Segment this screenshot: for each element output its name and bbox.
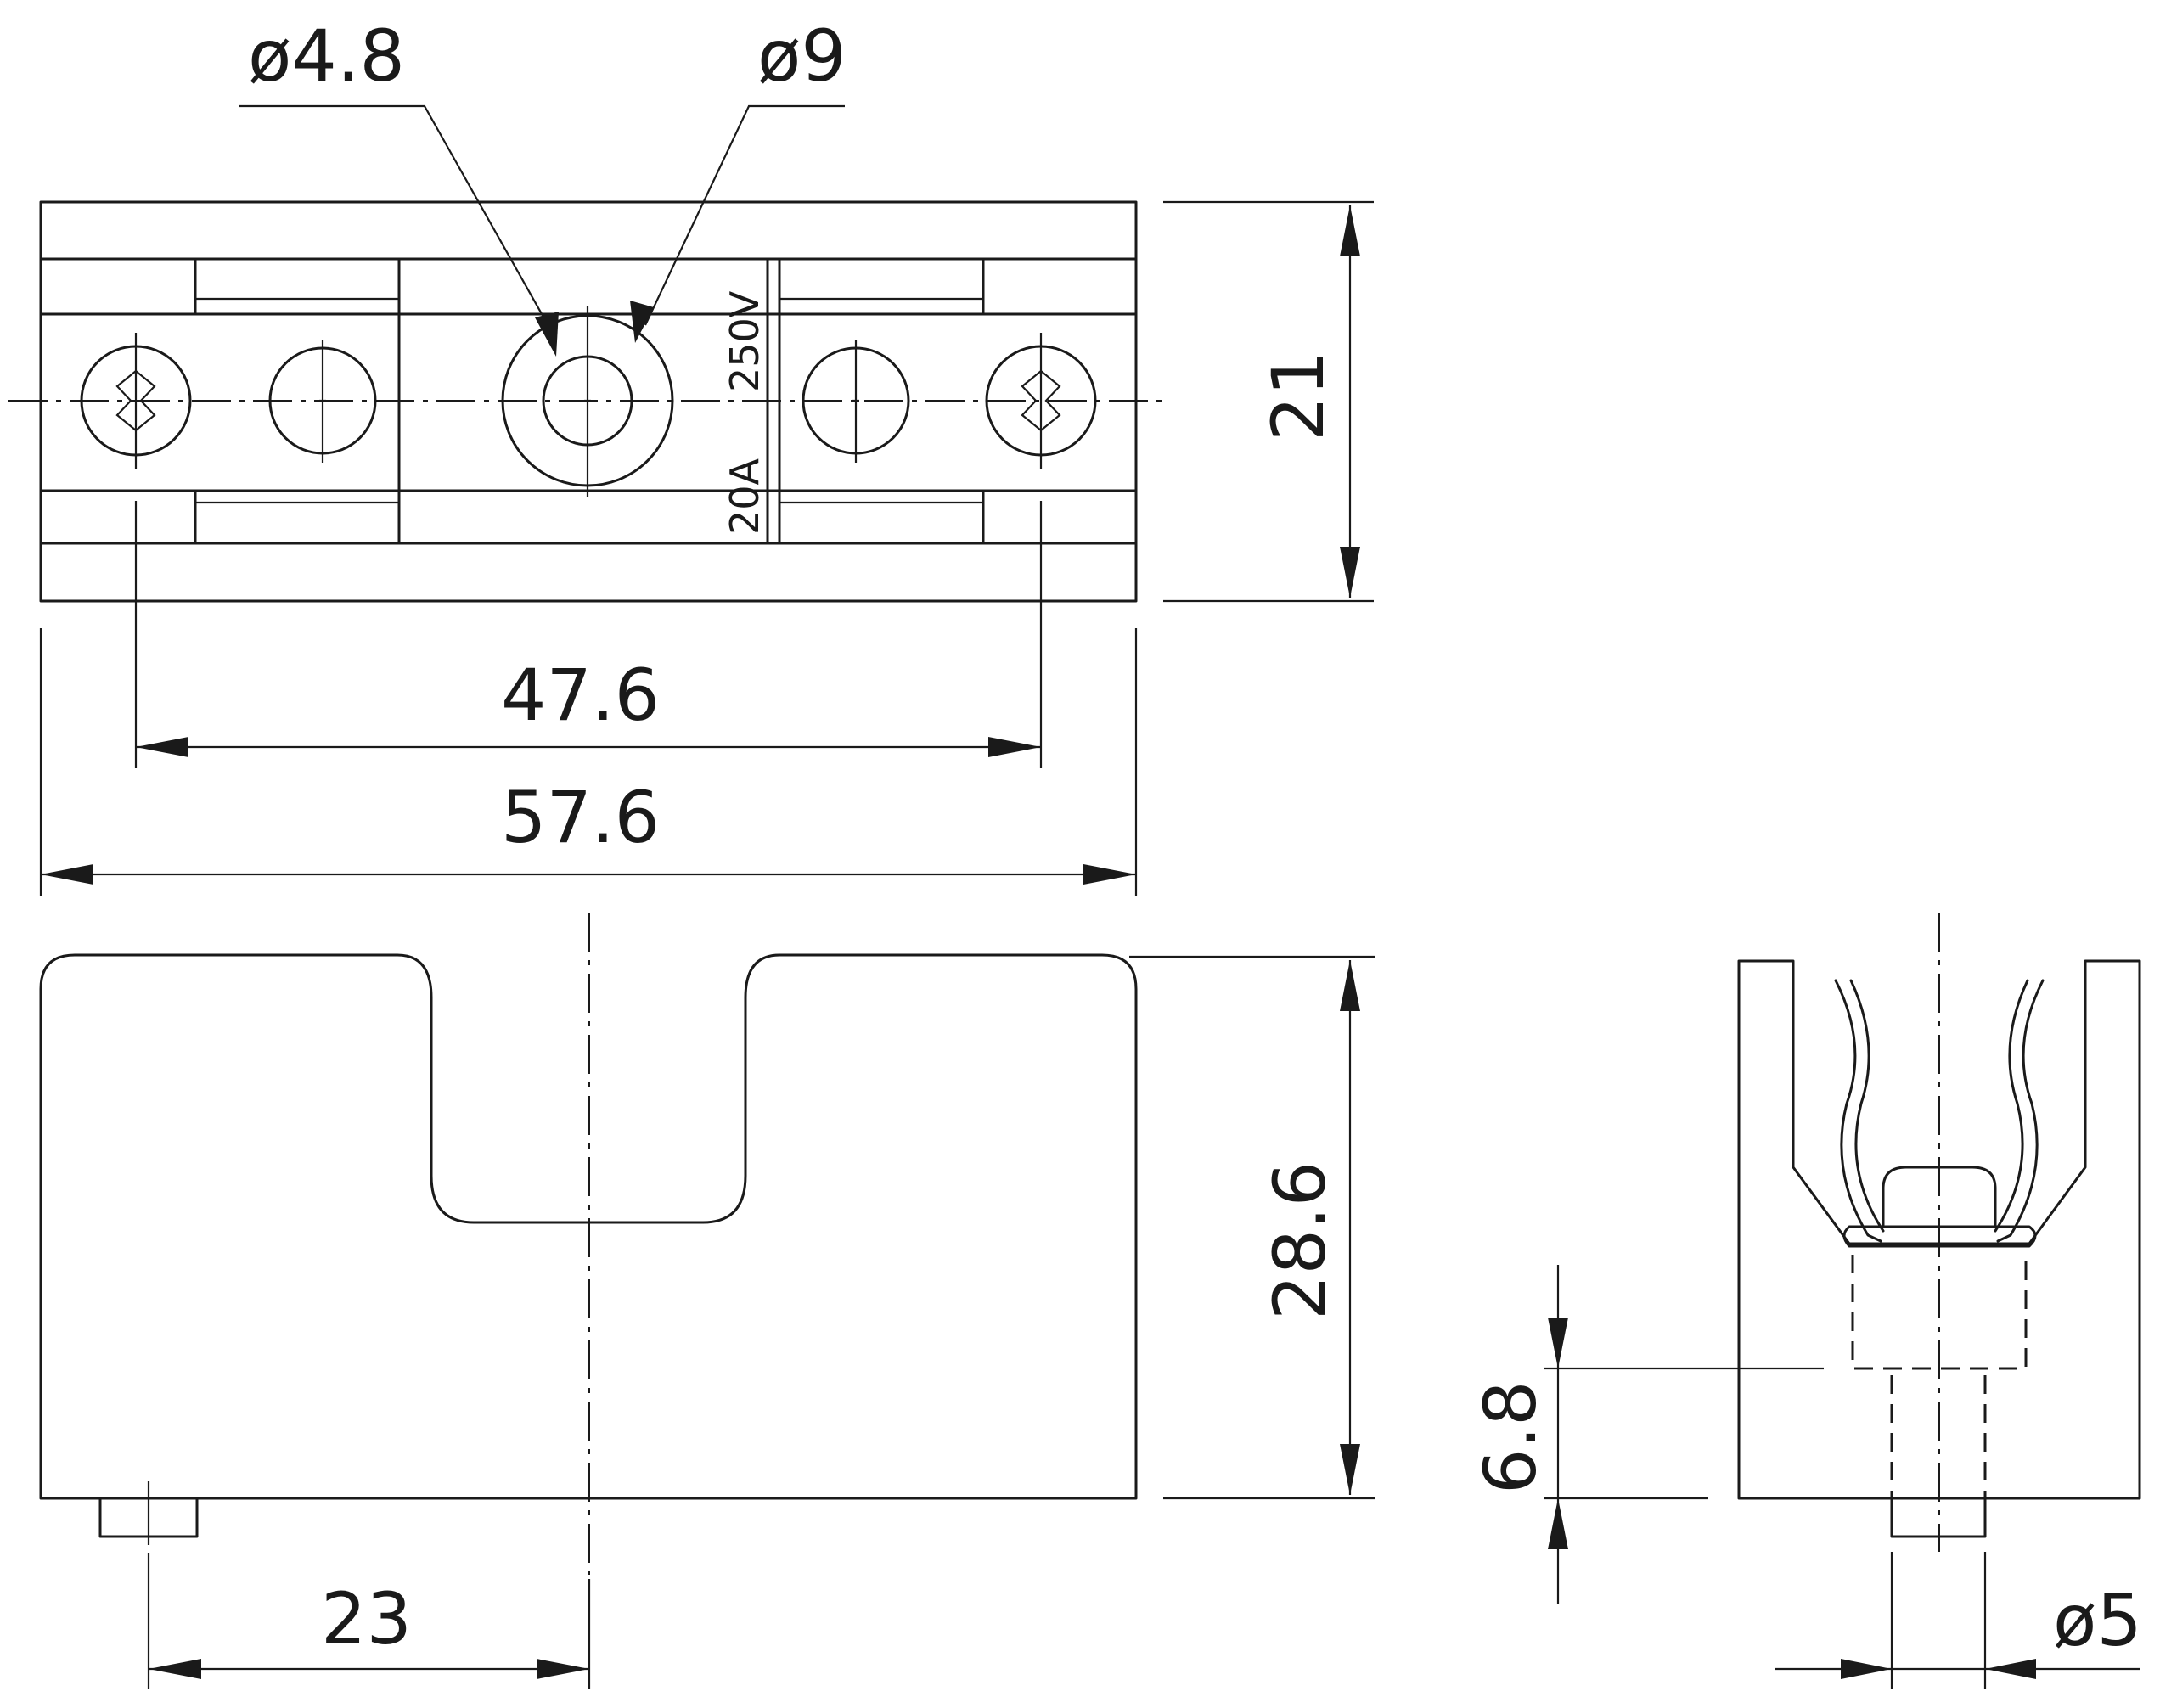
dim-pin-length: 6.8 bbox=[1469, 1380, 1552, 1494]
spring-clip-right-inner bbox=[1994, 979, 2029, 1233]
dim-overall-length: 57.6 bbox=[501, 776, 660, 859]
dim-47-lines bbox=[134, 501, 1043, 768]
dim-6-8-arrow-bottom bbox=[1548, 1498, 1568, 1549]
leader-large-hole bbox=[644, 104, 845, 326]
hole-crosslines bbox=[134, 306, 1043, 497]
voltage-label: 250V bbox=[722, 290, 768, 392]
front-view bbox=[39, 913, 1138, 1575]
dim-23-group: 23 bbox=[147, 1553, 591, 1689]
side-view-outline bbox=[1737, 959, 2141, 1500]
dim-height-top: 21 bbox=[1257, 351, 1340, 441]
dim-21-arrow-bottom bbox=[1340, 547, 1360, 598]
dim-57-group: 57.6 bbox=[39, 628, 1138, 896]
dim-57-arrow-left bbox=[41, 864, 93, 885]
dim-hole-small: ø4.8 bbox=[248, 14, 405, 98]
screw-right-cross-icon bbox=[1021, 369, 1061, 432]
dim-57-lines bbox=[39, 628, 1138, 896]
dim-5-group: ø5 bbox=[1775, 1552, 2142, 1689]
dim-47-group: 47.6 bbox=[134, 501, 1043, 768]
dim-28-group: 28.6 bbox=[1129, 955, 1375, 1500]
dim-28-lines bbox=[1129, 955, 1375, 1500]
dim-57-arrow-right bbox=[1083, 864, 1136, 885]
dim-overall-height: 28.6 bbox=[1258, 1161, 1342, 1320]
leader-large-arrow bbox=[630, 301, 654, 343]
dim-pin-dia: ø5 bbox=[2053, 1579, 2142, 1662]
hidden-pin-sides bbox=[1890, 1375, 1987, 1498]
dim-23-arrow-left bbox=[149, 1659, 201, 1679]
spring-clip-left-outer bbox=[1834, 979, 1882, 1243]
dim-21-lines bbox=[1163, 200, 1374, 603]
dim-5-arrow-left bbox=[1841, 1659, 1892, 1679]
front-view-outline bbox=[39, 953, 1138, 1500]
side-view bbox=[1737, 913, 2141, 1552]
clip-tab-edges bbox=[194, 257, 985, 545]
dim-23-arrow-right bbox=[537, 1659, 589, 1679]
top-view: 250V 20A bbox=[8, 200, 1170, 603]
dim-hole-large: ø9 bbox=[757, 14, 847, 98]
dim-23-lines bbox=[147, 1553, 591, 1689]
dim-47-arrow-left bbox=[136, 737, 188, 757]
dim-47-arrow-right bbox=[988, 737, 1041, 757]
spring-clip-right-outer bbox=[1996, 979, 2045, 1243]
dim-6-8-group: 6.8 bbox=[1469, 1265, 1824, 1604]
leader-small-hole bbox=[239, 104, 557, 340]
dim-28-arrow-top bbox=[1340, 960, 1360, 1011]
dim-21-group: 21 bbox=[1163, 200, 1374, 603]
screw-left-cross-icon bbox=[115, 369, 156, 432]
clip-strips bbox=[195, 297, 983, 504]
leader-small-arrow bbox=[535, 312, 559, 357]
contact-base-plate bbox=[1842, 1225, 2037, 1248]
current-label: 20A bbox=[722, 458, 768, 535]
hole-leaders: ø4.8 ø9 bbox=[239, 14, 847, 357]
dim-6-8-arrow-top bbox=[1548, 1318, 1568, 1368]
spring-clip-left-inner bbox=[1849, 979, 1885, 1233]
dim-5-lines bbox=[1775, 1552, 2140, 1689]
dim-6-8-lines bbox=[1544, 1265, 1824, 1604]
dim-21-arrow-top bbox=[1340, 205, 1360, 256]
dim-28-arrow-bottom bbox=[1340, 1444, 1360, 1495]
dim-pin-offset: 23 bbox=[321, 1577, 412, 1660]
dim-screw-spacing: 47.6 bbox=[501, 654, 660, 737]
dim-5-arrow-right bbox=[1985, 1659, 2036, 1679]
